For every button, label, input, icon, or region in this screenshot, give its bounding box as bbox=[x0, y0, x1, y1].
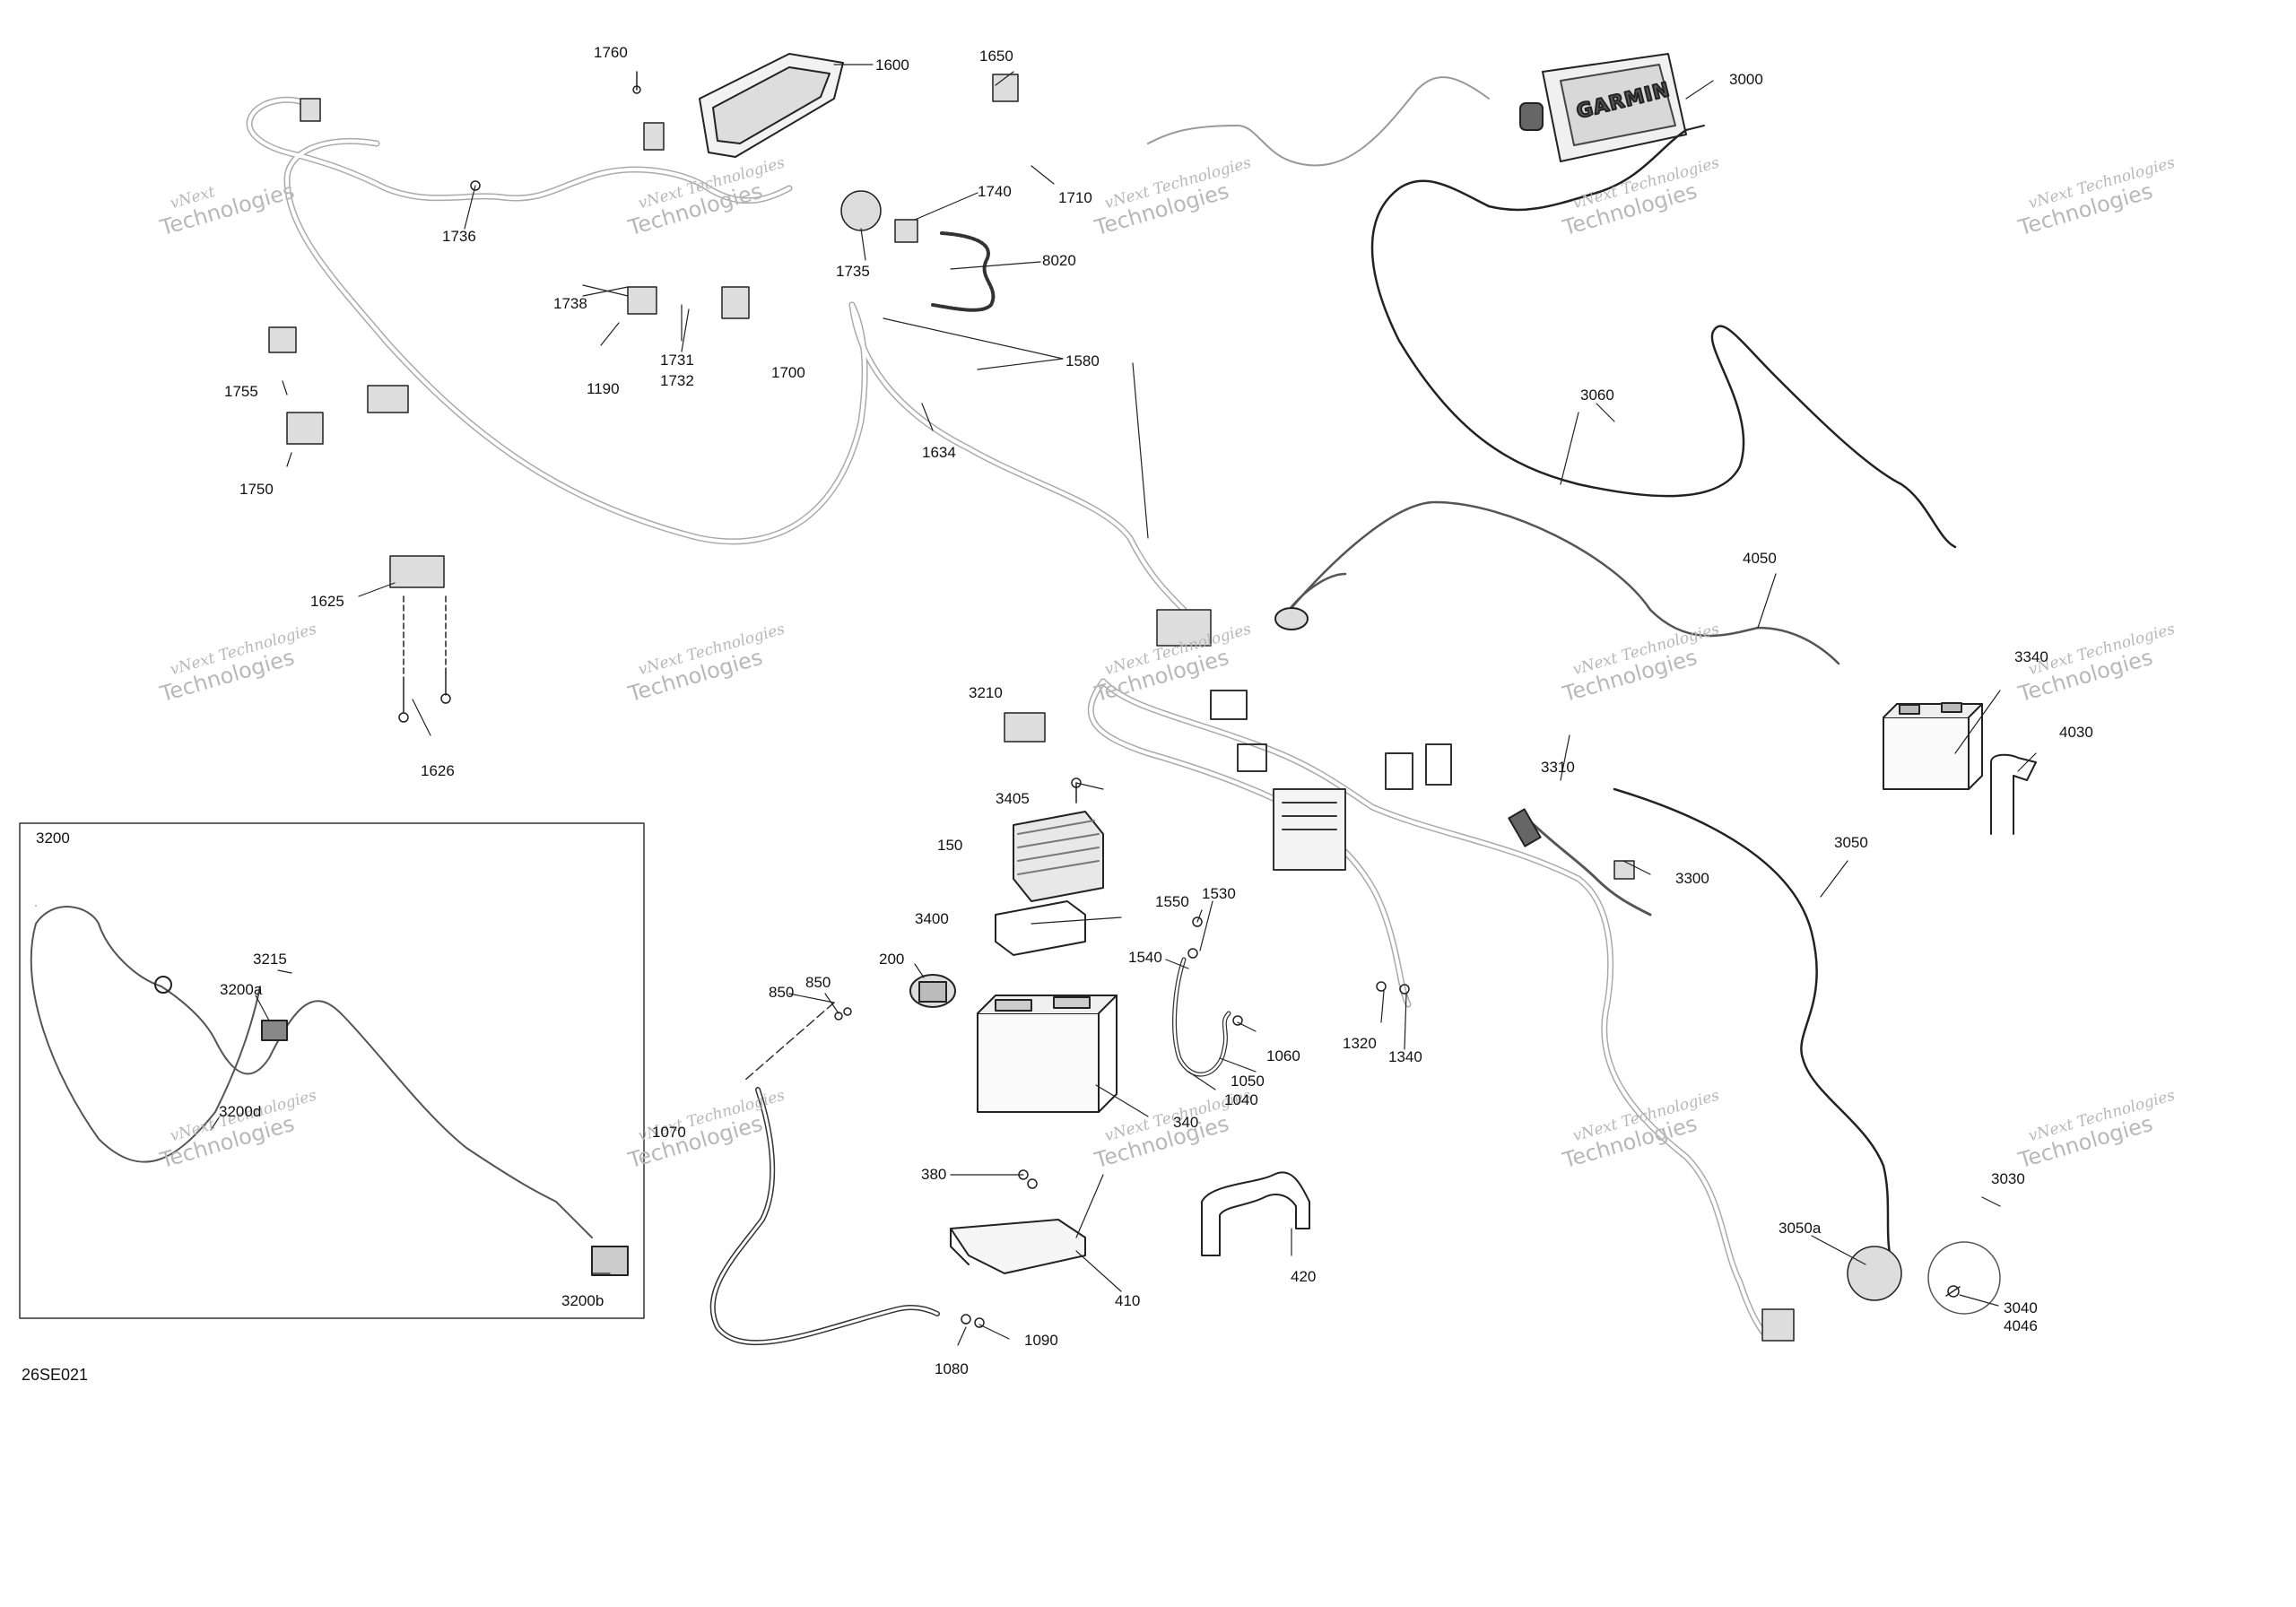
inset-box bbox=[19, 822, 645, 1319]
strap-4030 bbox=[1990, 753, 2037, 835]
part-label-1050: 1050 bbox=[1231, 1073, 1265, 1090]
part-label-1731: 1731 bbox=[660, 352, 694, 369]
part-label-3000: 3000 bbox=[1729, 71, 1763, 88]
part-label-1650: 1650 bbox=[979, 48, 1013, 65]
part-label-380: 380 bbox=[921, 1166, 947, 1183]
part-label-1320: 1320 bbox=[1343, 1035, 1377, 1052]
part-label-1070: 1070 bbox=[652, 1124, 686, 1141]
part-label-150: 150 bbox=[937, 837, 963, 854]
part-label-1600: 1600 bbox=[875, 56, 909, 74]
coiled-wire-8020 bbox=[931, 231, 996, 312]
part-label-1090: 1090 bbox=[1024, 1332, 1058, 1349]
part-label-4046: 4046 bbox=[2004, 1317, 2038, 1334]
battery-340 bbox=[977, 995, 1118, 1113]
bracket-3400 bbox=[995, 900, 1086, 956]
part-label-1530: 1530 bbox=[1202, 885, 1236, 902]
part-label-1738: 1738 bbox=[553, 295, 587, 312]
part-label-1755: 1755 bbox=[224, 383, 258, 400]
garmin-cable bbox=[1147, 76, 1490, 167]
battery-3340 bbox=[1883, 702, 1983, 790]
part-label-340: 340 bbox=[1173, 1114, 1199, 1131]
part-label-3200d: 3200d bbox=[219, 1103, 262, 1120]
part-label-8020: 8020 bbox=[1042, 252, 1076, 269]
part-label-4030: 4030 bbox=[2059, 724, 2093, 741]
harness-3200 bbox=[30, 906, 593, 1238]
part-label-3060: 3060 bbox=[1580, 387, 1614, 404]
diagram-code: 26SE021 bbox=[22, 1366, 89, 1384]
tray-410 bbox=[950, 1219, 1086, 1274]
part-label-3300: 3300 bbox=[1675, 870, 1709, 887]
part-label-1626: 1626 bbox=[421, 762, 455, 779]
display-1600 bbox=[699, 53, 844, 158]
part-label-1190: 1190 bbox=[587, 380, 620, 397]
part-label-1736: 1736 bbox=[442, 228, 476, 245]
part-label-1625: 1625 bbox=[310, 593, 344, 610]
part-label-1732: 1732 bbox=[660, 372, 694, 389]
part-label-4050: 4050 bbox=[1743, 550, 1777, 567]
part-label-1040: 1040 bbox=[1224, 1091, 1258, 1108]
regulator-150 bbox=[1013, 811, 1104, 902]
harness-4050 bbox=[1281, 500, 1840, 665]
part-label-1540: 1540 bbox=[1128, 949, 1162, 966]
part-label-3050: 3050 bbox=[1834, 834, 1868, 851]
part-label-3215: 3215 bbox=[253, 951, 287, 968]
leader-lines bbox=[35, 64, 2037, 1346]
part-label-1700: 1700 bbox=[771, 364, 805, 381]
cable-1070 bbox=[709, 1087, 940, 1346]
part-label-410: 410 bbox=[1115, 1292, 1141, 1309]
part-label-850-a: 850 bbox=[769, 984, 795, 1001]
fuse-box bbox=[1210, 690, 1452, 871]
part-label-1750: 1750 bbox=[239, 481, 274, 498]
part-label-1760: 1760 bbox=[594, 44, 628, 61]
part-label-3340: 3340 bbox=[2014, 648, 2048, 665]
connectors-upper bbox=[268, 74, 1902, 1342]
solenoid-200 bbox=[909, 974, 956, 1008]
part-label-3200a: 3200a bbox=[220, 981, 263, 998]
part-label-420: 420 bbox=[1291, 1268, 1317, 1285]
part-label-1550: 1550 bbox=[1155, 893, 1189, 910]
lower-harness bbox=[1087, 678, 1770, 1340]
part-label-3200: 3200 bbox=[36, 830, 70, 847]
part-label-3030: 3030 bbox=[1991, 1170, 2025, 1187]
part-label-1740: 1740 bbox=[978, 183, 1012, 200]
part-label-3050a: 3050a bbox=[1779, 1220, 1822, 1237]
part-label-3210: 3210 bbox=[969, 684, 1003, 701]
part-label-1580: 1580 bbox=[1065, 352, 1100, 369]
part-label-1060: 1060 bbox=[1266, 1047, 1300, 1064]
part-label-200: 200 bbox=[879, 951, 905, 968]
cable-3050 bbox=[1613, 787, 1894, 1266]
part-label-3400: 3400 bbox=[915, 910, 949, 927]
part-label-850-b: 850 bbox=[805, 974, 831, 991]
part-label-3405: 3405 bbox=[996, 790, 1030, 807]
bracket-420 bbox=[1201, 1171, 1310, 1256]
small-parts bbox=[398, 71, 2001, 1328]
part-label-1634: 1634 bbox=[922, 444, 956, 461]
part-label-3310: 3310 bbox=[1541, 759, 1575, 776]
part-label-1735: 1735 bbox=[836, 263, 870, 280]
part-label-1710: 1710 bbox=[1058, 189, 1092, 206]
part-label-3040: 3040 bbox=[2004, 1299, 2038, 1316]
garmin-unit bbox=[1519, 53, 1687, 162]
part-label-1080: 1080 bbox=[935, 1360, 969, 1377]
cable-1040 bbox=[1172, 957, 1231, 1077]
harness-3310 bbox=[1523, 814, 1652, 916]
part-label-1340: 1340 bbox=[1388, 1048, 1422, 1065]
part-label-3200b: 3200b bbox=[561, 1292, 604, 1309]
